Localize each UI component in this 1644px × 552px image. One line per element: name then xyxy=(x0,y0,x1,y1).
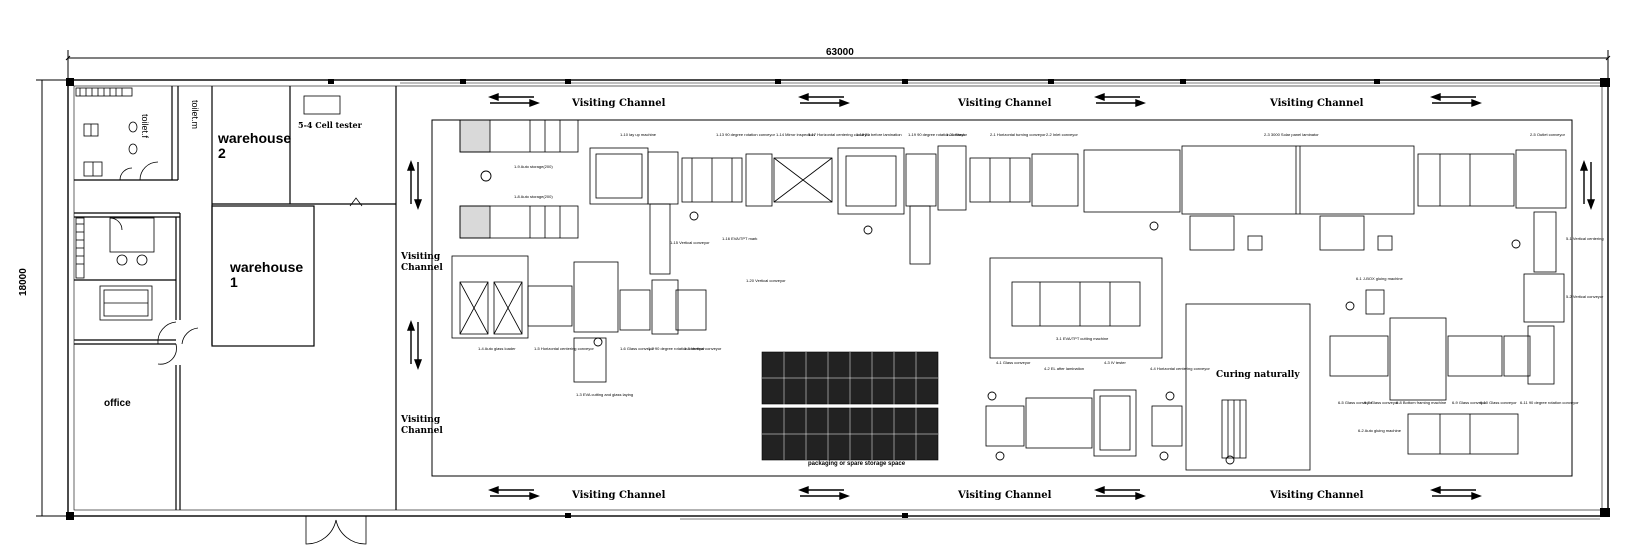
equipment-label: 6-2 Auto gluing machine xyxy=(1358,428,1401,433)
channel-left-lower: Visiting Channel xyxy=(401,415,443,436)
equipment-label: 5-1 Vertical centering xyxy=(1566,236,1604,241)
equipment-label: 6-8 Bottom framing machine xyxy=(1396,400,1447,405)
equipment-label: 4-2 EL after lamination xyxy=(1044,366,1085,371)
equipment-label: 2-2 Inlet conveyor xyxy=(1046,132,1078,137)
equipment-label: 1-9 Auto storage(200) xyxy=(514,164,553,169)
packaging-area-label: packaging or spare storage space xyxy=(808,461,906,467)
equipment-label: 5-2 Vertical conveyor xyxy=(1566,294,1604,299)
width-dimension: 63000 xyxy=(826,47,854,58)
equipment-label: 1-21 Stack xyxy=(946,132,966,137)
equipment-label: 4-4 Horizontal centering conveyor xyxy=(1150,366,1210,371)
equipment-label: 1-8 Vertical conveyor xyxy=(684,346,722,351)
channel-left-upper: Visiting Channel xyxy=(401,252,443,273)
curing-area-label: Curing naturally xyxy=(1216,370,1300,380)
aux-walls xyxy=(74,86,397,510)
equipment-label: 1-14 Mirror inspection xyxy=(776,132,815,137)
dimension-top xyxy=(65,50,1611,80)
channel-top-1: Visiting Channel xyxy=(572,98,666,109)
channel-bottom-1: Visiting Channel xyxy=(572,490,666,501)
room-toilet-f: toilet.f xyxy=(140,114,150,139)
equipment-label: 6-9 Glass conveyor xyxy=(1452,400,1487,405)
channel-top-2: Visiting Channel xyxy=(958,98,1052,109)
equipment-label: 6-10 Glass conveyor xyxy=(1480,400,1517,405)
equipment-label: 6-11 90 degree rotation conveyor xyxy=(1520,400,1579,405)
channel-arrows xyxy=(406,92,1596,501)
equipment-label: 6-7 Glass conveyor xyxy=(1364,400,1399,405)
equipment-label: 6-5 Glass conveyor xyxy=(1338,400,1373,405)
dimension-left xyxy=(36,79,70,517)
glass-loader xyxy=(451,255,707,383)
equipment-label: 2-3 3000 Solar panel laminator xyxy=(1264,132,1319,137)
height-dimension: 18000 xyxy=(18,268,29,296)
framing-area xyxy=(1329,289,1555,455)
room-warehouse-1: warehouse 1 xyxy=(230,259,304,290)
equipment-label: 2-5 Outlet conveyor xyxy=(1530,132,1565,137)
operator-icons xyxy=(480,170,1521,465)
equipment-label: 1-15 Vertical conveyor xyxy=(670,240,710,245)
equipment-label: 1-6 Glass conveyor xyxy=(620,346,655,351)
room-toilet-m: toilet.m xyxy=(190,100,200,130)
room-office: office xyxy=(104,398,131,409)
equipment-label: 1-3 EVA cutting and glass laying xyxy=(576,392,634,397)
equipment-label: 6-1 J-BOX gluing machine xyxy=(1356,276,1403,281)
equipment-label: 3-1 EVA/TPT cutting machine xyxy=(1056,336,1109,341)
production-area xyxy=(431,119,1573,477)
columns xyxy=(66,78,1610,520)
packaging-storage xyxy=(761,351,939,461)
equipment-label: 1-5 Horizontal centering conveyor xyxy=(534,346,594,351)
channel-bottom-3: Visiting Channel xyxy=(1270,490,1364,501)
channel-top-3: Visiting Channel xyxy=(1270,98,1364,109)
equipment-label: 1-17 Horizontal centering conveyor xyxy=(808,132,871,137)
equipment-label: 1-10 lay up machine xyxy=(620,132,657,137)
equipment-label: 1-4 Auto glass loader xyxy=(478,346,516,351)
equipment-label: 2-1 Horizontal turning conveyor xyxy=(990,132,1046,137)
main-line xyxy=(459,119,1567,323)
room-warehouse-2: warehouse 2 xyxy=(218,130,292,161)
equipment-label: 1-20 Vertical conveyor xyxy=(746,278,786,283)
equipment-label: 1-19 90 degree rotation conveyor xyxy=(908,132,967,137)
equipment-label: 1-18 EL before lamination xyxy=(856,132,902,137)
equipment-label: 4-3 IV tester xyxy=(1104,360,1126,365)
equipment-label: 4-1 Glass conveyor xyxy=(996,360,1031,365)
channel-bottom-2: Visiting Channel xyxy=(958,490,1052,501)
equipment-label: 1-7 90 degree rotation conveyor xyxy=(648,346,705,351)
equipment-label: 1-16 EVA/TPT mark xyxy=(722,236,758,241)
equipment-label: 1-13 90 degree rotation conveyor xyxy=(716,132,775,137)
equipment-label: 1-8 Auto storage(200) xyxy=(514,194,553,199)
room-cell-tester: 5-4 Cell tester xyxy=(298,120,362,130)
